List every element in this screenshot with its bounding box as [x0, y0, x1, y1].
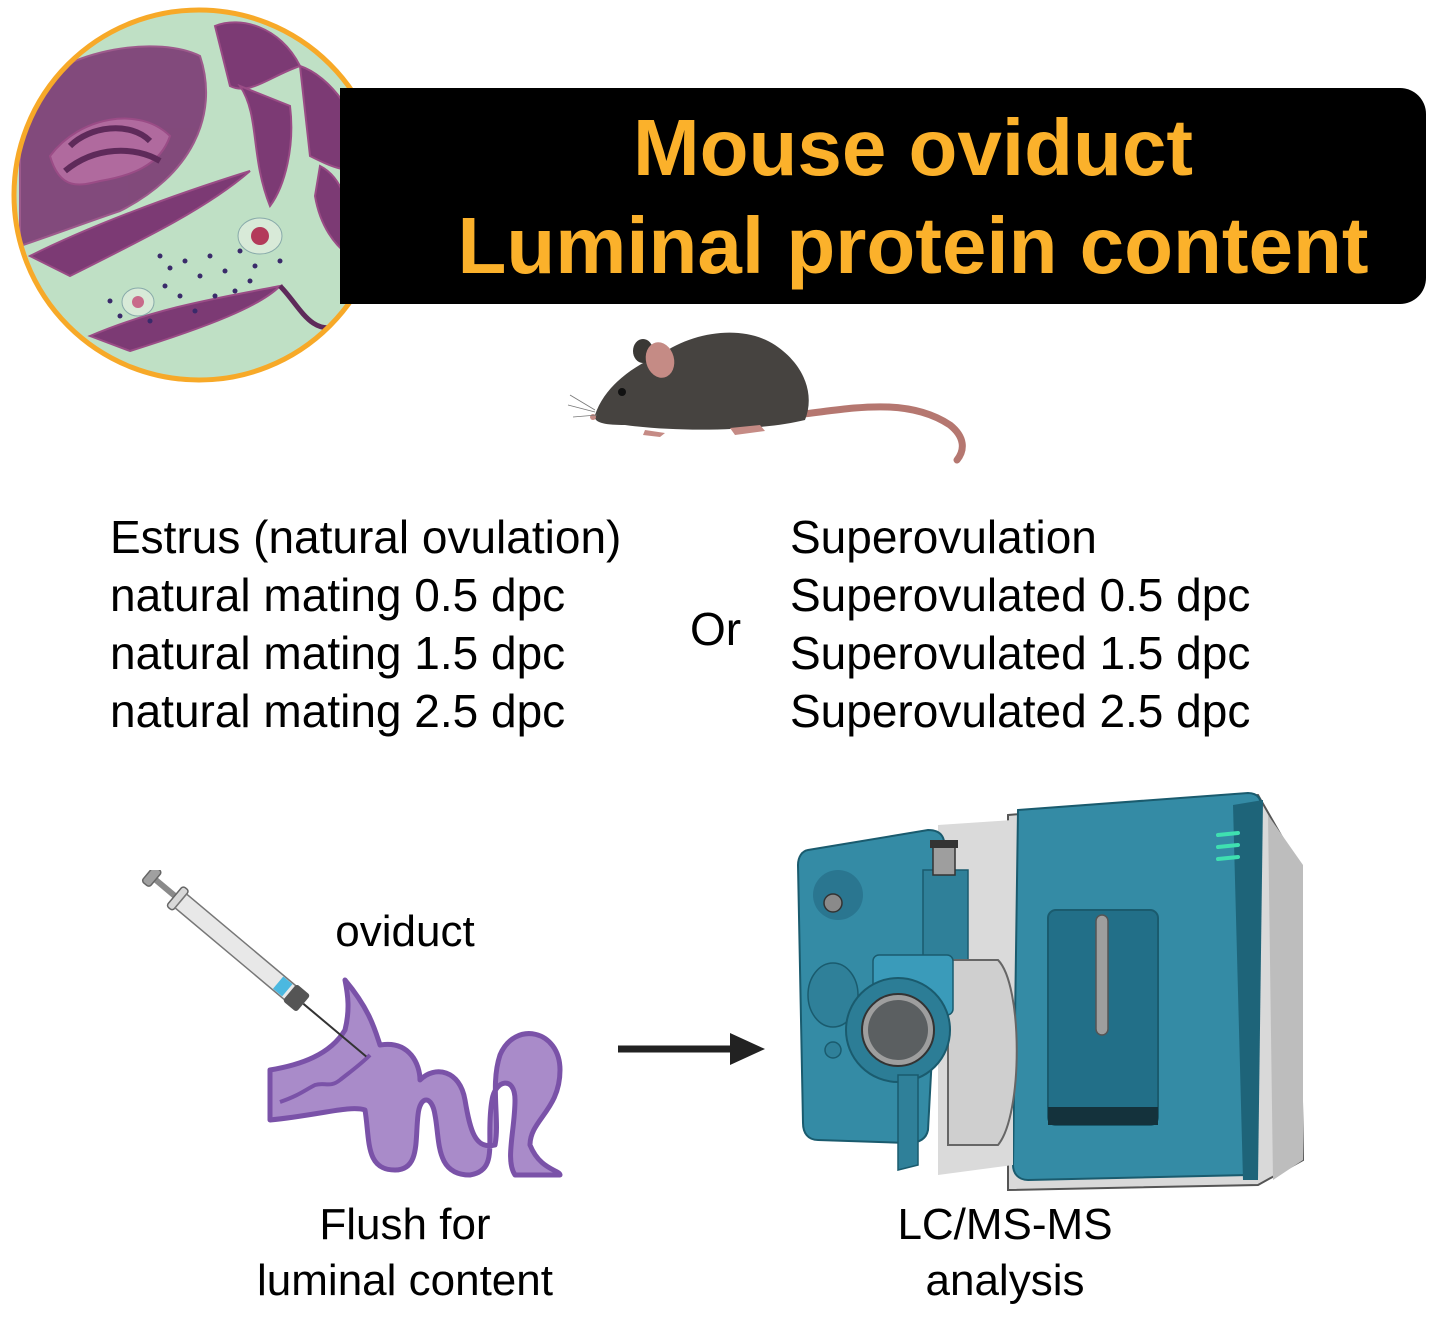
mouse-icon: [567, 332, 966, 464]
title-line-1: Mouse oviduct: [632, 103, 1194, 192]
oviduct-label: oviduct: [335, 907, 475, 956]
arrow-right-icon: [618, 1033, 765, 1065]
condition-item: natural mating 2.5 dpc: [110, 685, 566, 737]
condition-item: natural mating 1.5 dpc: [110, 627, 566, 679]
lcms-step-line-1: LC/MS-MS: [897, 1200, 1113, 1249]
lcms-step-label: LC/MS-MS analysis: [800, 1197, 1210, 1309]
superovulated-conditions-list: Superovulation Superovulated 0.5 dpc Sup…: [790, 508, 1250, 740]
mass-spectrometer-icon: [796, 791, 1305, 1192]
condition-item: Superovulated 0.5 dpc: [790, 569, 1251, 621]
lcms-step-line-2: analysis: [925, 1256, 1085, 1305]
condition-item: Superovulated 2.5 dpc: [790, 685, 1251, 737]
title-line-2: Luminal protein content: [457, 201, 1369, 290]
condition-item: Superovulated 1.5 dpc: [790, 627, 1251, 679]
syringe-oviduct-illustration: [141, 870, 563, 1178]
syringe-icon: [141, 870, 367, 1058]
or-connector: Or: [690, 603, 742, 655]
oviduct-histology-image: [11, 7, 387, 383]
natural-conditions-list: Estrus (natural ovulation) natural matin…: [110, 508, 621, 740]
title-banner: Mouse oviduct Luminal protein content: [340, 88, 1426, 304]
condition-item: Superovulation: [790, 511, 1097, 563]
flush-step-line-2: luminal content: [257, 1256, 553, 1305]
flush-step-line-1: Flush for: [319, 1200, 491, 1249]
condition-item: Estrus (natural ovulation): [110, 511, 622, 563]
oviduct-icon: [267, 977, 563, 1178]
flush-step-label: Flush for luminal content: [195, 1197, 615, 1309]
condition-item: natural mating 0.5 dpc: [110, 569, 566, 621]
